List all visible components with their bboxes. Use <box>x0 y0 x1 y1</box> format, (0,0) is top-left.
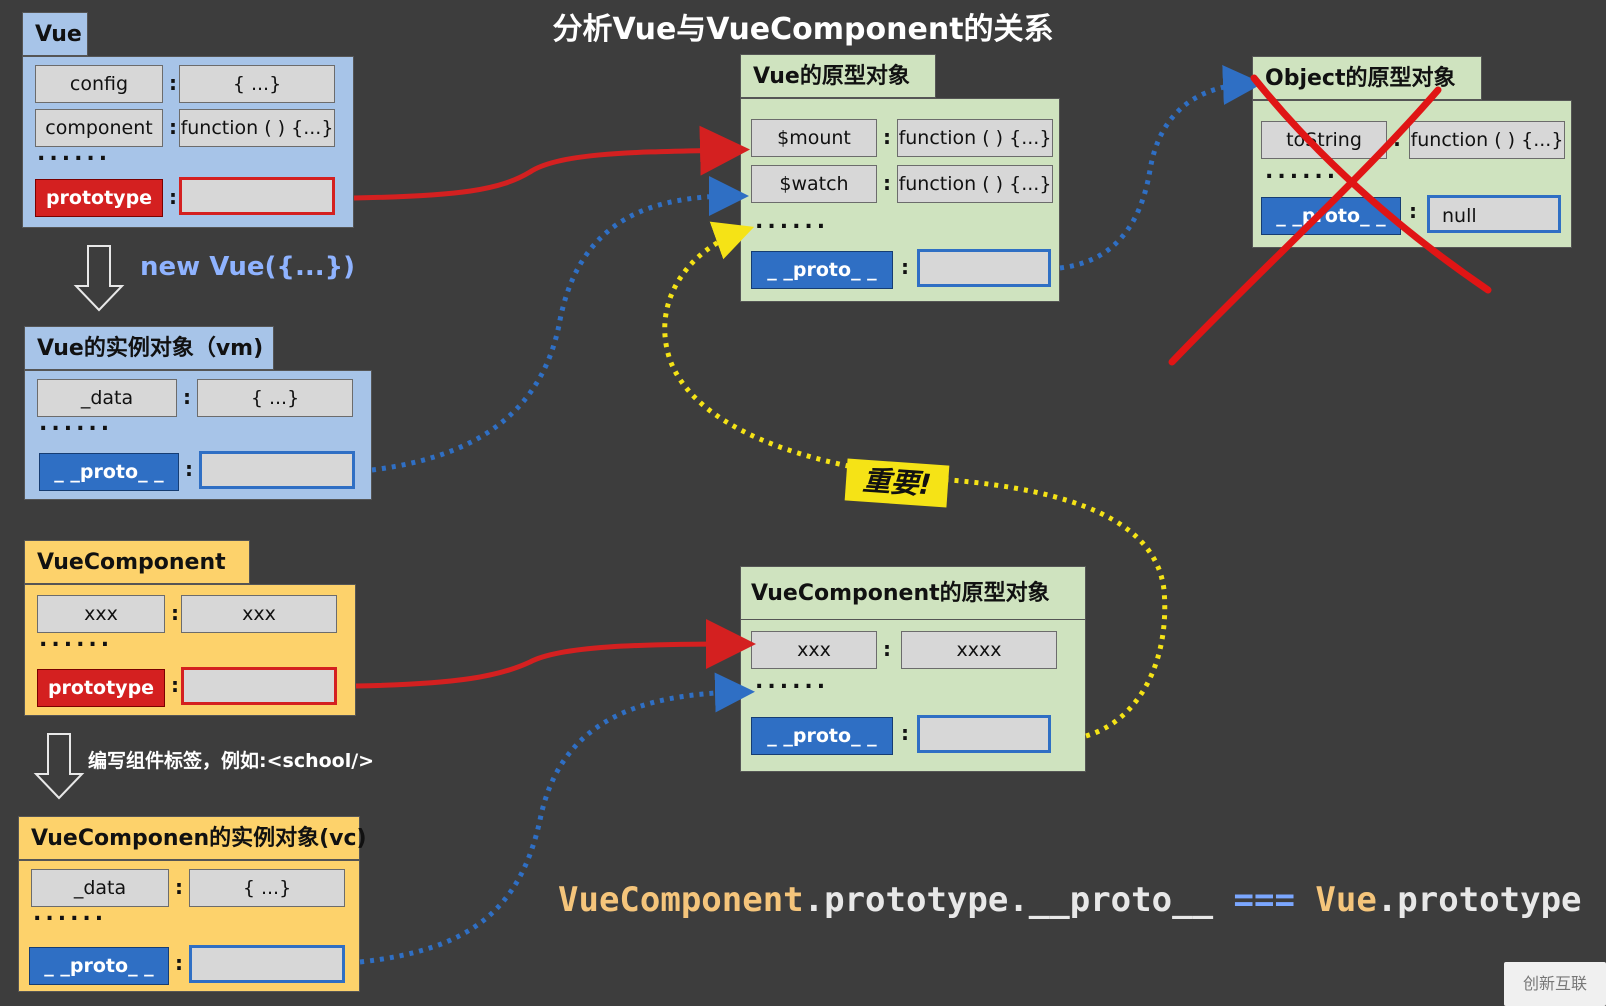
vue-proto-tab: Vue的原型对象 <box>740 54 936 98</box>
new-vue-label: new Vue({...}) <box>140 252 355 282</box>
vue-config-key: config <box>35 65 163 103</box>
ellipsis: ...... <box>755 669 830 694</box>
vm-data-key: _data <box>37 379 177 417</box>
vue-config-value: { ...} <box>179 65 335 103</box>
colon: : <box>883 637 891 661</box>
vc-proto-arrow <box>359 672 755 965</box>
formula-part: VueComponent <box>558 880 804 920</box>
vc-data-value: { ...} <box>189 869 345 907</box>
vuecomponent-tab: VueComponent <box>24 540 250 584</box>
formula: VueComponent.prototype.__proto__ === Vue… <box>558 880 1582 920</box>
vue-prototype-key: prototype <box>35 179 163 217</box>
vue-prototype-value <box>179 177 335 215</box>
formula-part: === <box>1213 880 1316 920</box>
colon: : <box>901 255 909 279</box>
vc-proto-proto-key: _ _proto_ _ <box>751 717 893 755</box>
colon: : <box>169 185 177 209</box>
vue-component-value: function ( ) {...} <box>179 109 335 147</box>
formula-part: .prototype.__proto__ <box>803 880 1214 920</box>
down-arrow <box>33 733 85 800</box>
vue-proto-mount-key: $mount <box>751 119 877 157</box>
vuecomponent-xxx-key: xxx <box>37 595 165 633</box>
divider <box>741 619 1085 620</box>
vc-proto-proto-value <box>917 715 1051 753</box>
colon: : <box>1409 199 1417 223</box>
write-tag-label: 编写组件标签，例如:<school/> <box>88 750 375 772</box>
vc-proto-value <box>189 945 345 983</box>
cross-stroke <box>1168 86 1442 366</box>
colon: : <box>175 951 183 975</box>
cross-stroke <box>1250 74 1492 294</box>
vc-proto-tab: VueComponent的原型对象 <box>751 581 1050 606</box>
colon: : <box>901 721 909 745</box>
vm-tab: Vue的实例对象（vm) <box>24 326 274 370</box>
object-proto-null-value: null <box>1427 195 1561 233</box>
vue-prototype-arrow <box>353 125 750 201</box>
colon: : <box>883 171 891 195</box>
vm-panel: _data : { ...} ...... _ _proto_ _ : <box>24 370 372 500</box>
vc-proto-xxx-key: xxx <box>751 631 877 669</box>
colon: : <box>169 115 177 139</box>
vuecomponent-xxx-value: xxx <box>181 595 337 633</box>
watermark-logo: 创新互联 <box>1504 962 1606 1006</box>
vue-component-key: component <box>35 109 163 147</box>
colon: : <box>175 875 183 899</box>
vc-tab: VueComponen的实例对象(vc) <box>18 816 367 860</box>
colon: : <box>183 385 191 409</box>
vm-proto-value <box>199 451 355 489</box>
vc-proto-panel: VueComponent的原型对象 xxx : xxxx ...... _ _p… <box>740 566 1086 772</box>
vm-proto-key: _ _proto_ _ <box>39 453 179 491</box>
page-title: 分析Vue与VueComponent的关系 <box>552 12 1054 47</box>
vc-data-key: _data <box>31 869 169 907</box>
vue-proto-to-object-arrow <box>1059 65 1263 271</box>
vue-proto-proto-value <box>917 249 1051 287</box>
colon: : <box>169 71 177 95</box>
vuecomponent-prototype-key: prototype <box>37 669 165 707</box>
vuecomponent-prototype-value <box>181 667 337 705</box>
vc-panel: _data : { ...} ...... _ _proto_ _ : <box>18 860 360 992</box>
formula-part: Vue <box>1315 880 1377 920</box>
vue-tab: Vue <box>22 12 88 56</box>
colon: : <box>171 601 179 625</box>
object-proto-tostring-value: function ( ) {...} <box>1409 121 1565 159</box>
vm-data-value: { ...} <box>197 379 353 417</box>
object-proto-tab: Object的原型对象 <box>1252 56 1482 100</box>
down-arrow <box>73 245 125 312</box>
colon: : <box>185 457 193 481</box>
colon: : <box>171 673 179 697</box>
vue-proto-proto-key: _ _proto_ _ <box>751 251 893 289</box>
formula-part: .prototype <box>1376 880 1582 920</box>
vm-proto-arrow <box>371 176 749 473</box>
vue-proto-panel: $mount : function ( ) {...} $watch : fun… <box>740 98 1060 302</box>
ellipsis: ...... <box>39 627 114 652</box>
vue-proto-watch-key: $watch <box>751 165 877 203</box>
vuecomponent-prototype-arrow <box>355 619 756 689</box>
colon: : <box>883 125 891 149</box>
vue-proto-mount-value: function ( ) {...} <box>897 119 1053 157</box>
ellipsis: ...... <box>39 411 114 436</box>
vc-proto-xxx-value: xxxx <box>901 631 1057 669</box>
ellipsis: ...... <box>37 141 112 166</box>
vue-panel: config : { ...} component : function ( )… <box>22 56 354 228</box>
ellipsis: ...... <box>1265 159 1340 184</box>
vue-proto-watch-value: function ( ) {...} <box>897 165 1053 203</box>
vc-proto-key: _ _proto_ _ <box>29 947 169 985</box>
vuecomponent-panel: xxx : xxx ...... prototype : <box>24 584 356 716</box>
important-badge: 重要! <box>844 458 950 508</box>
ellipsis: ...... <box>755 209 830 234</box>
ellipsis: ...... <box>33 901 108 926</box>
